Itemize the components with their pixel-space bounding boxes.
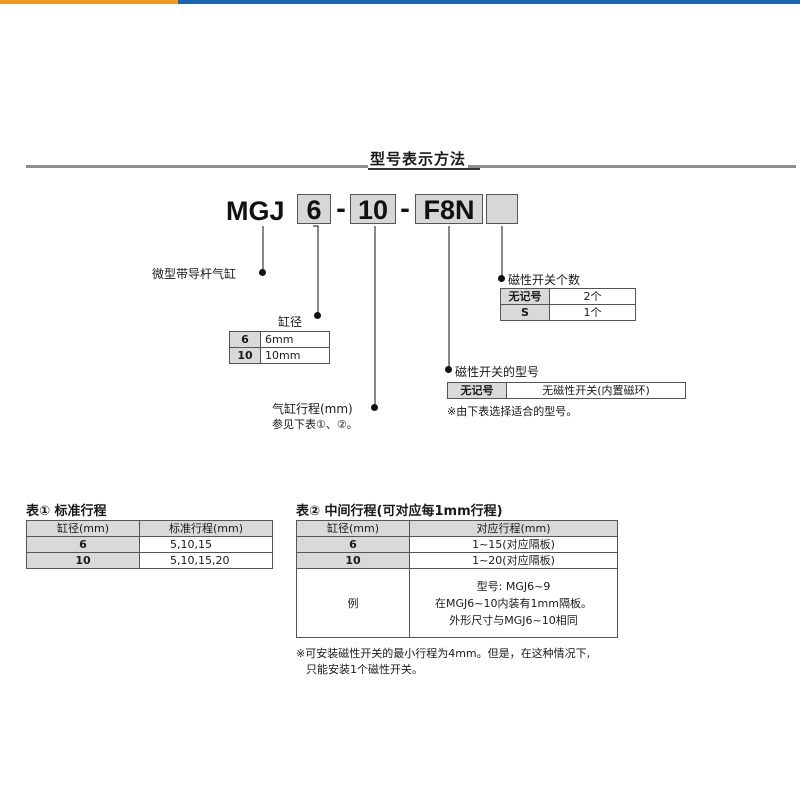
bore-value: 10mm xyxy=(260,347,330,364)
table-row: 10 10mm xyxy=(229,347,330,364)
count-value: 1个 xyxy=(549,304,636,321)
dot-count xyxy=(498,275,505,282)
leader-bore xyxy=(313,225,319,315)
switch-value: 无磁性开关(内置磁环) xyxy=(506,382,686,399)
table1-header-bore: 缸径(mm) xyxy=(26,520,140,537)
table2-title: 表② 中间行程(可对应每1mm行程) xyxy=(296,504,503,519)
table-row: 6 6mm xyxy=(229,331,330,348)
table-row: 10 5,10,15,20 xyxy=(26,552,273,569)
switch-code: 无记号 xyxy=(447,382,507,399)
section-title-underline xyxy=(368,168,480,170)
stroke-note: 参见下表①、②。 xyxy=(272,418,358,431)
table2-cell-bore: 6 xyxy=(296,536,410,553)
model-switch-box: F8N xyxy=(415,194,483,225)
bore-code: 10 xyxy=(229,347,261,364)
table2-cell-strokes: 1~15(对应隔板) xyxy=(409,536,618,553)
model-prefix: MGJ xyxy=(226,196,285,226)
table-row: 例 型号: MGJ6~9 在MGJ6~10内装有1mm隔板。 外形尺寸与MGJ6… xyxy=(296,568,618,638)
switch-label: 磁性开关的型号 xyxy=(455,365,540,379)
footnote-line-2: 只能安装1个磁性开关。 xyxy=(306,663,423,676)
dot-switch xyxy=(445,366,452,373)
table-row: S 1个 xyxy=(500,304,636,321)
table1-header-stroke: 标准行程(mm) xyxy=(139,520,273,537)
table1-cell-strokes: 5,10,15 xyxy=(139,536,273,553)
model-count-box xyxy=(486,194,518,224)
switch-table: 无记号 无磁性开关(内置磁环) xyxy=(447,382,686,399)
table2-cell-bore: 10 xyxy=(296,552,410,569)
table-row: 无记号 2个 xyxy=(500,288,636,305)
bore-value: 6mm xyxy=(260,331,330,348)
count-code: 无记号 xyxy=(500,288,550,305)
top-accent-orange xyxy=(0,0,178,4)
table-row: 6 5,10,15 xyxy=(26,536,273,553)
table2: 缸径(mm) 对应行程(mm) 6 1~15(对应隔板) 10 1~20(对应隔… xyxy=(296,520,618,638)
top-accent-blue xyxy=(178,0,800,4)
switch-note: ※由下表选择适合的型号。 xyxy=(447,405,578,418)
table1-cell-bore: 6 xyxy=(26,536,140,553)
table-row: 10 1~20(对应隔板) xyxy=(296,552,618,569)
model-dash-1: - xyxy=(336,195,346,223)
count-code: S xyxy=(500,304,550,321)
bore-label: 缸径 xyxy=(278,315,303,329)
bore-code: 6 xyxy=(229,331,261,348)
count-value: 2个 xyxy=(549,288,636,305)
table2-header-bore: 缸径(mm) xyxy=(296,520,410,537)
series-label: 微型带导杆气缸 xyxy=(152,267,237,281)
dot-bore xyxy=(314,312,321,319)
count-table: 无记号 2个 S 1个 xyxy=(500,288,636,321)
table2-example-label: 例 xyxy=(296,568,410,638)
table1-cell-bore: 10 xyxy=(26,552,140,569)
model-stroke-box: 10 xyxy=(350,194,396,225)
table1-cell-strokes: 5,10,15,20 xyxy=(139,552,273,569)
table-row: 缸径(mm) 标准行程(mm) xyxy=(26,520,273,537)
footnote-line-1: ※可安装磁性开关的最小行程为4mm。但是，在这种情况下, xyxy=(296,647,591,660)
model-bore-box: 6 xyxy=(297,194,331,225)
bore-table: 6 6mm 10 10mm xyxy=(229,331,330,364)
table1-title: 表① 标准行程 xyxy=(26,504,107,519)
table2-header-stroke: 对应行程(mm) xyxy=(409,520,618,537)
table-row: 6 1~15(对应隔板) xyxy=(296,536,618,553)
count-label: 磁性开关个数 xyxy=(508,273,581,287)
stroke-label: 气缸行程(mm) xyxy=(272,402,353,416)
section-title: 型号表示方法 xyxy=(368,148,469,169)
table-row: 缸径(mm) 对应行程(mm) xyxy=(296,520,618,537)
table-row: 无记号 无磁性开关(内置磁环) xyxy=(447,382,686,399)
model-dash-2: - xyxy=(400,195,410,223)
table1: 缸径(mm) 标准行程(mm) 6 5,10,15 10 5,10,15,20 xyxy=(26,520,273,569)
dot-stroke xyxy=(371,404,378,411)
table2-example-line: 外形尺寸与MGJ6~10相同 xyxy=(449,613,578,627)
table2-example-cell: 型号: MGJ6~9 在MGJ6~10内装有1mm隔板。 外形尺寸与MGJ6~1… xyxy=(409,568,618,638)
dot-series xyxy=(259,269,266,276)
table2-cell-strokes: 1~20(对应隔板) xyxy=(409,552,618,569)
table2-example-line: 型号: MGJ6~9 xyxy=(476,579,551,593)
table2-example-line: 在MGJ6~10内装有1mm隔板。 xyxy=(435,596,592,610)
